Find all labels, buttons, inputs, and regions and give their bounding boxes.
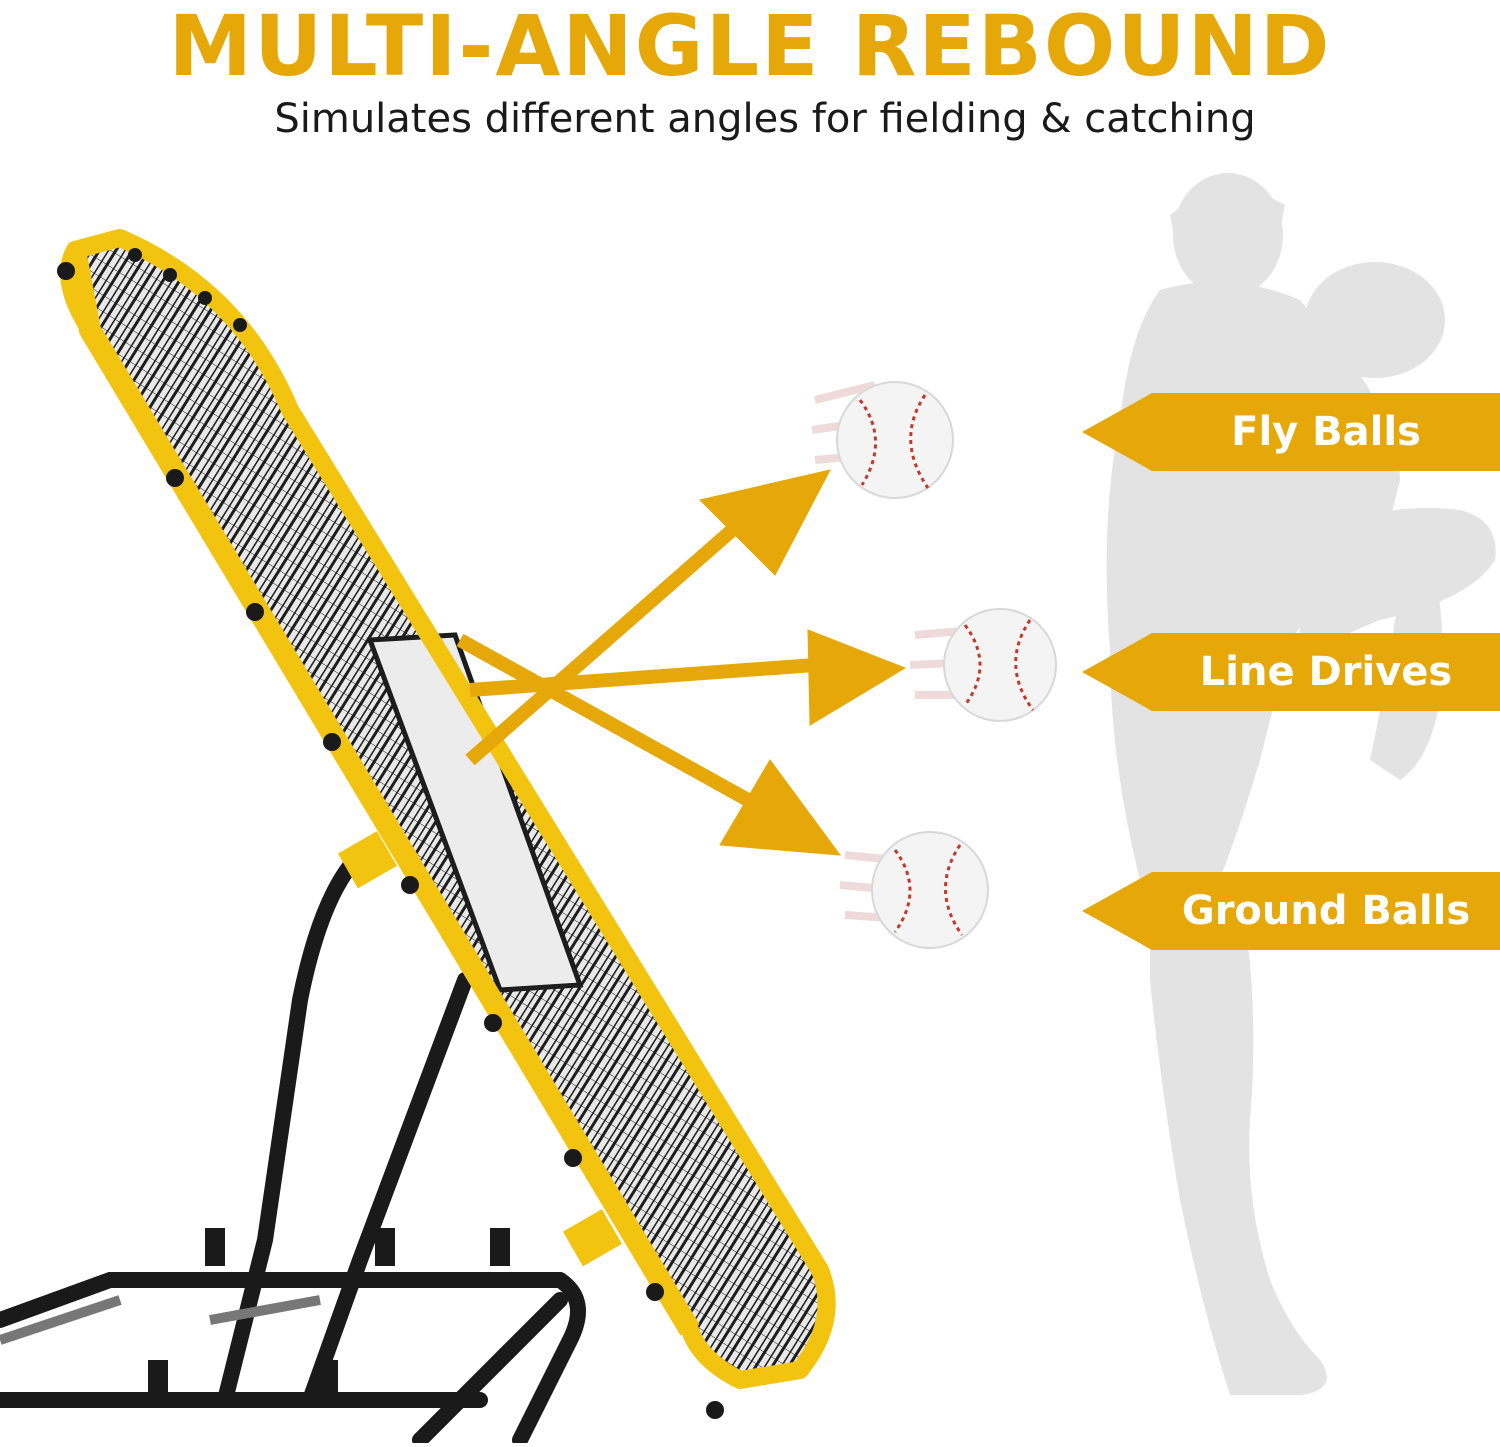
arrow-icon — [719, 759, 842, 856]
subheadline: Simulates different angles for fielding … — [274, 96, 1256, 142]
label-fly-balls-text: Fly Balls — [1231, 409, 1421, 455]
arrow-icon — [469, 658, 816, 697]
baseball-icon — [839, 831, 989, 949]
arrow-icon — [456, 633, 779, 822]
label-line-drives-text: Line Drives — [1199, 649, 1453, 695]
arrow-icon — [699, 469, 831, 576]
label-fly-balls: Fly Balls — [1082, 393, 1500, 471]
label-ground-balls-text: Ground Balls — [1181, 888, 1471, 934]
baseball-icon — [811, 381, 954, 499]
baseball-icon — [909, 608, 1057, 722]
arrow-icon — [807, 629, 907, 726]
headline: MULTI-ANGLE REBOUND — [168, 0, 1332, 95]
label-line-drives: Line Drives — [1082, 633, 1500, 711]
label-ground-balls: Ground Balls — [1082, 872, 1500, 950]
arrow-icon — [465, 504, 760, 766]
